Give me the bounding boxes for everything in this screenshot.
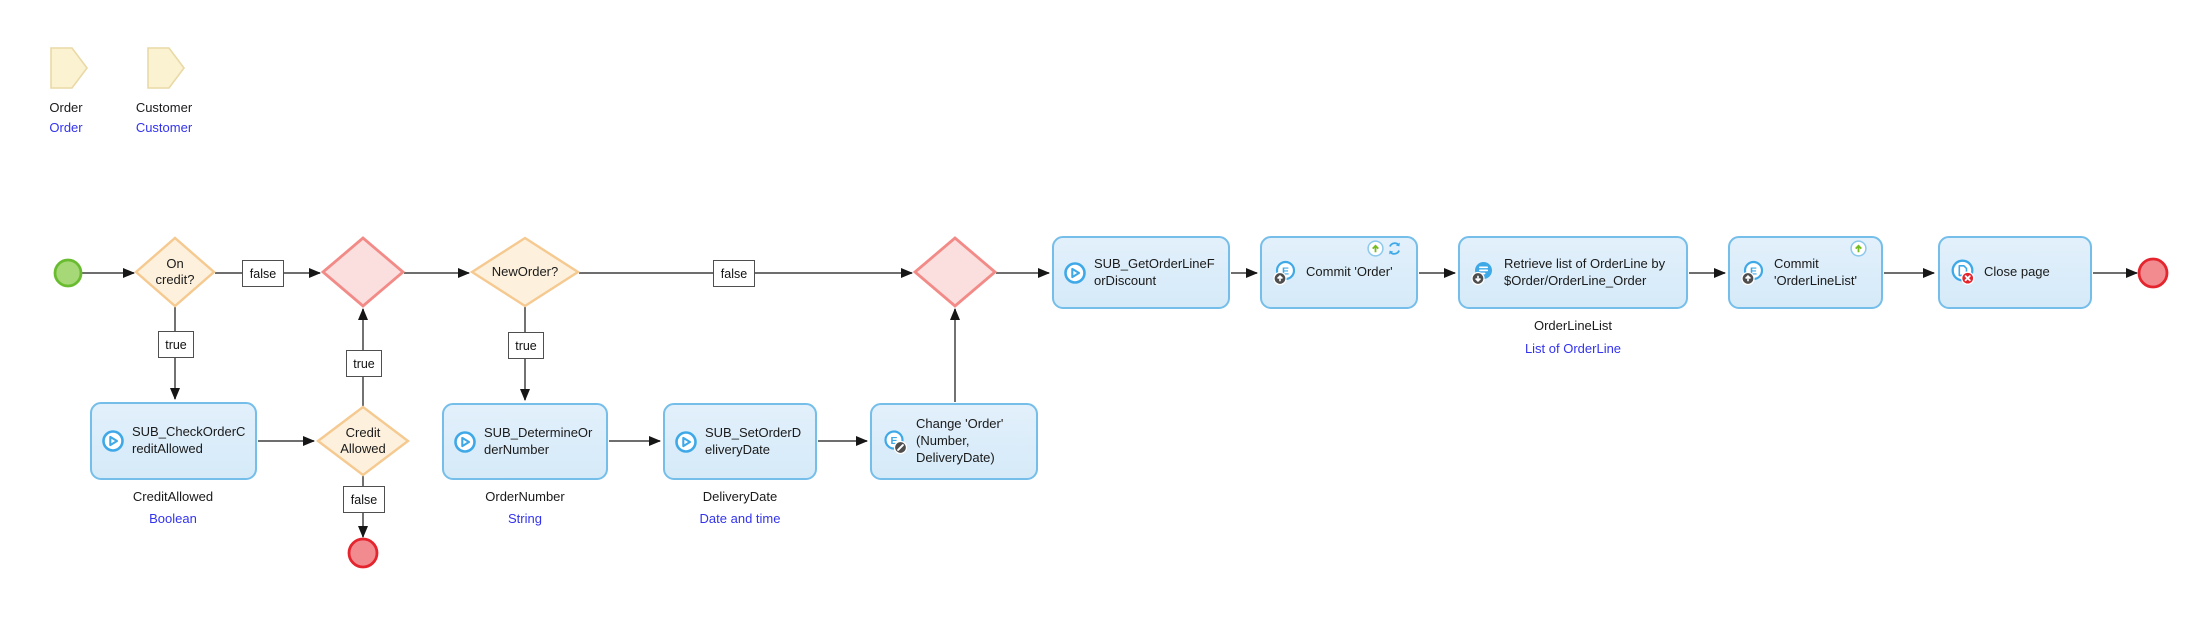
decision-on-credit[interactable] <box>134 236 216 308</box>
microflow-call-icon <box>1063 261 1087 285</box>
decision-label-on-credit: On credit? <box>155 255 195 287</box>
commit-with-events-icon <box>1367 240 1384 257</box>
microflow-call-icon <box>101 429 125 453</box>
close-page-icon <box>1949 259 1977 286</box>
activity-sub-get-order-line-for-discount[interactable]: SUB_GetOrderLineForDiscount <box>1052 236 1230 309</box>
output-variable-type: String <box>508 511 542 526</box>
decision-new-order[interactable] <box>469 236 581 308</box>
commit-object-icon: E <box>1739 260 1767 286</box>
svg-text:E: E <box>1750 265 1757 277</box>
output-variable-type: List of OrderLine <box>1524 341 1622 356</box>
end-event-credit-refused[interactable] <box>347 537 379 569</box>
edge-label-true: true <box>508 332 544 359</box>
commit-with-events-icon <box>1850 240 1867 257</box>
parameter-name: Customer <box>135 100 193 115</box>
activity-sub-check-order-credit-allowed[interactable]: SUB_CheckOrderCreditAllowed <box>90 402 257 480</box>
activity-commit-orderlinelist[interactable]: E Commit 'OrderLineList' <box>1728 236 1883 309</box>
activity-label: SUB_GetOrderLineForDiscount <box>1094 255 1215 288</box>
activity-commit-order[interactable]: E Commit 'Order' <box>1260 236 1418 309</box>
output-variable-name: OrderLineList <box>1533 318 1613 333</box>
microflow-call-icon <box>453 430 477 454</box>
refresh-in-client-icon <box>1386 240 1403 257</box>
svg-text:E: E <box>1282 265 1289 277</box>
edge-label-true: true <box>158 331 194 358</box>
decision-label-new-order: NewOrder? <box>491 263 559 279</box>
end-event-main[interactable] <box>2137 257 2169 289</box>
activity-label: Commit 'Order' <box>1306 264 1393 280</box>
edge-label-false: false <box>343 486 385 513</box>
retrieve-list-icon <box>1469 260 1497 286</box>
edge-label-true: true <box>346 350 382 377</box>
commit-object-icon: E <box>1271 260 1299 286</box>
edge-label-false: false <box>242 260 284 287</box>
activity-retrieve-order-lines[interactable]: Retrieve list of OrderLine by $Order/Ord… <box>1458 236 1688 309</box>
activity-label: Change 'Order' (Number, DeliveryDate) <box>916 416 1004 465</box>
activity-sub-determine-order-number[interactable]: SUB_DetermineOrderNumber <box>442 403 608 480</box>
activity-sub-set-order-delivery-date[interactable]: SUB_SetOrderDeliveryDate <box>663 403 817 480</box>
activity-change-order[interactable]: E Change 'Order' (Number, DeliveryDate) <box>870 403 1038 480</box>
merge-2[interactable] <box>912 236 998 308</box>
parameter-name: Order <box>49 100 83 115</box>
activity-label: Retrieve list of OrderLine by $Order/Ord… <box>1504 255 1666 288</box>
parameter-icon[interactable] <box>147 47 185 89</box>
activity-label: SUB_CheckOrderCreditAllowed <box>132 424 246 456</box>
merge-1[interactable] <box>320 236 406 308</box>
activity-close-page[interactable]: Close page <box>1938 236 2092 309</box>
output-variable-name: OrderNumber <box>485 489 565 504</box>
start-event[interactable] <box>53 258 83 288</box>
output-variable-name: CreditAllowed <box>132 489 214 504</box>
activity-label: SUB_SetOrderDeliveryDate <box>705 424 802 457</box>
parameter-type: Customer <box>135 120 193 135</box>
activity-label: Commit 'OrderLineList' <box>1774 255 1858 288</box>
change-object-icon: E <box>881 429 909 455</box>
microflow-call-icon <box>674 430 698 454</box>
output-variable-type: Date and time <box>699 511 781 526</box>
decision-label-credit-allowed: Credit Allowed <box>340 424 386 456</box>
output-variable-type: Boolean <box>149 511 197 526</box>
svg-text:E: E <box>890 435 897 447</box>
activity-label: Close page <box>1984 264 2050 280</box>
parameter-icon[interactable] <box>50 47 88 89</box>
edge-label-false: false <box>713 260 755 287</box>
activity-label: SUB_DetermineOrderNumber <box>484 424 593 457</box>
parameter-type: Order <box>49 120 83 135</box>
output-variable-name: DeliveryDate <box>702 489 778 504</box>
decision-credit-allowed[interactable] <box>316 405 410 477</box>
